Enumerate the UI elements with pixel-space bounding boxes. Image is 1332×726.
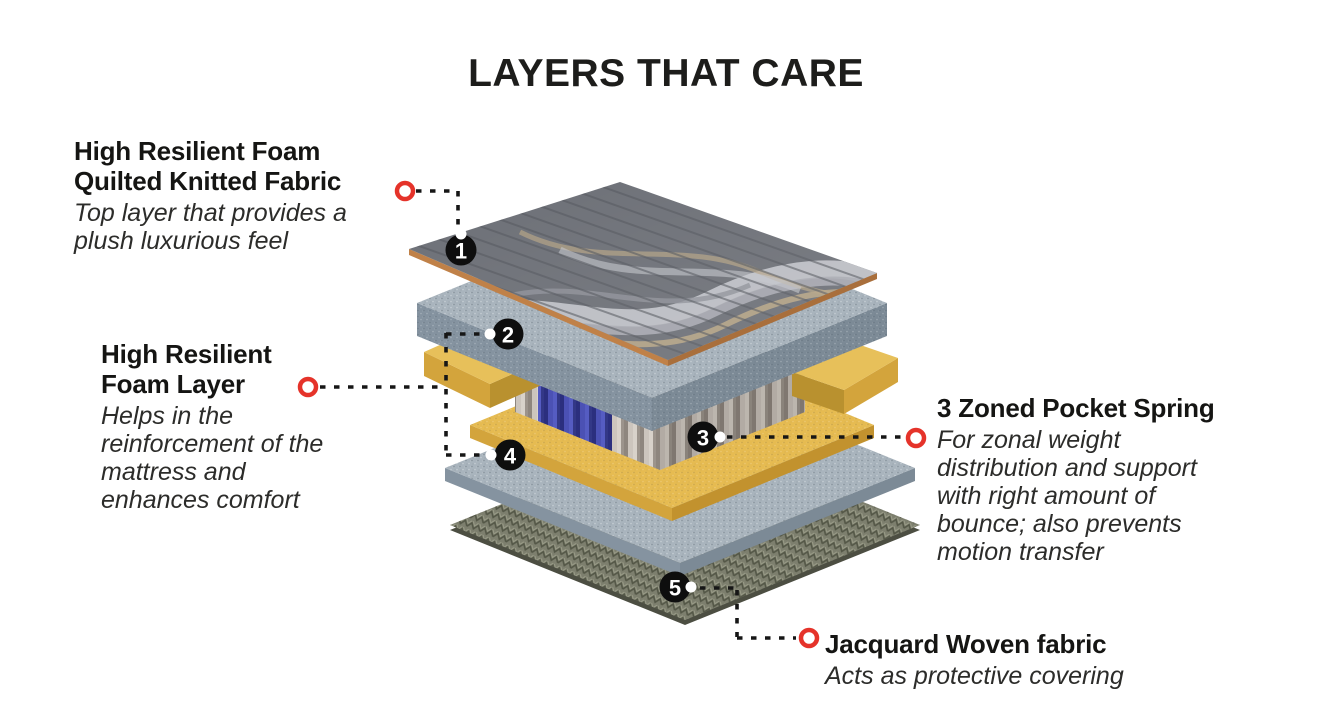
badge-5-dot <box>685 581 697 593</box>
callout-foam-description: Helps in the reinforcement of the mattre… <box>101 402 324 514</box>
badge-1-number: 1 <box>455 239 467 264</box>
callout-jacquard-description: Acts as protective covering <box>825 662 1124 690</box>
callout-3-zoned-pocket-spring: 3 Zoned Pocket Spring For zonal weight d… <box>937 393 1227 566</box>
right-rail-end-face <box>792 372 844 414</box>
callout-quilted-knitted-fabric: High Resilient Foam Quilted Knitted Fabr… <box>74 136 369 255</box>
badge-1-dot <box>455 228 467 240</box>
layer-4-left-face <box>445 468 680 576</box>
badge-2-dot <box>484 328 496 340</box>
badge-1 <box>445 234 477 266</box>
badge-4-number: 4 <box>504 444 517 469</box>
badge-3-number: 3 <box>697 426 709 451</box>
badge-2 <box>492 318 524 350</box>
right-rail-front-face <box>844 358 898 414</box>
callout-foam-heading-line2: Foam Layer <box>101 369 245 399</box>
anchor-ring-quilted <box>394 180 416 202</box>
callout-jacquard-heading: Jacquard Woven fabric <box>825 629 1107 659</box>
layer-1-right-underside <box>668 273 877 366</box>
layer-1-left-underside <box>409 249 668 366</box>
anchor-rings <box>297 180 927 649</box>
page-title: LAYERS THAT CARE <box>468 52 864 95</box>
badge-2-number: 2 <box>502 323 514 348</box>
badge-5 <box>659 571 691 603</box>
badge-4 <box>494 439 526 471</box>
callout-quilted-heading-line2: Quilted Knitted Fabric <box>74 166 342 196</box>
right-rail-top-face <box>792 340 898 390</box>
layer-1-sheen <box>409 182 877 360</box>
number-badges: 1 2 3 4 5 <box>445 228 726 603</box>
leader-line-2-4 <box>320 332 483 457</box>
yellow-base-right-edge <box>672 425 874 521</box>
anchor-ring-foam <box>297 376 319 398</box>
badge-3 <box>687 421 719 453</box>
callout-foam-heading-line1: High Resilient <box>101 339 272 369</box>
anchor-ring-spring <box>905 427 927 449</box>
callout-high-resilient-foam-layer: High Resilient Foam Layer Helps in the r… <box>101 339 351 514</box>
badge-5-number: 5 <box>669 576 681 601</box>
callout-quilted-heading-line1: High Resilient Foam <box>74 136 321 166</box>
leader-lines <box>320 189 903 640</box>
badge-3-dot <box>714 431 726 443</box>
callout-quilted-description: Top layer that provides a plush luxuriou… <box>74 199 347 255</box>
layer-4-right-face <box>680 468 915 576</box>
left-rail-front-face <box>424 352 490 408</box>
layer-2-right-texture <box>652 303 887 431</box>
spring-core-blue-zone <box>538 377 612 451</box>
callout-jacquard-woven-fabric: Jacquard Woven fabric Acts as protective… <box>825 629 1185 690</box>
anchor-ring-jacquard <box>798 627 820 649</box>
callout-spring-heading: 3 Zoned Pocket Spring <box>937 393 1215 423</box>
badge-4-dot <box>485 449 497 461</box>
leader-line-5 <box>700 586 796 640</box>
callout-spring-description: For zonal weight distribution and suppor… <box>937 426 1197 566</box>
leader-line-1 <box>416 189 460 229</box>
